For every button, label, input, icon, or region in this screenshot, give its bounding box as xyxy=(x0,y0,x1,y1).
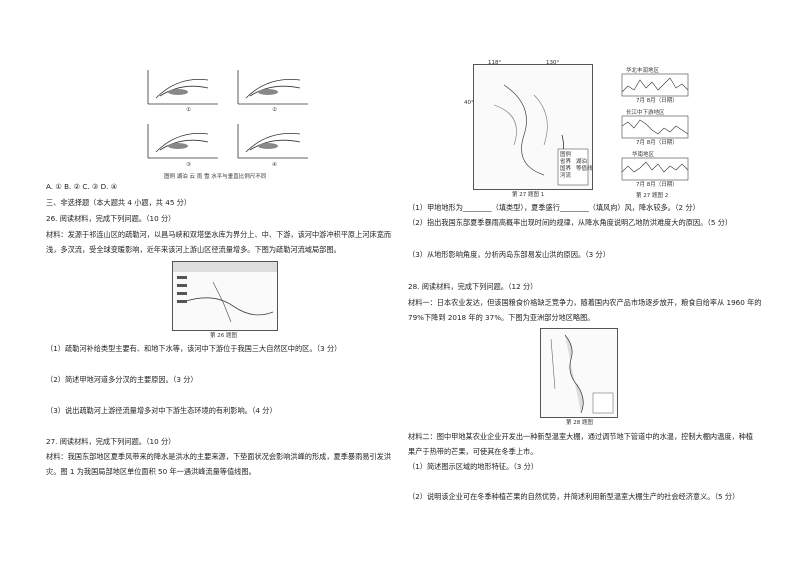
cloud-profile-diagram xyxy=(138,66,316,178)
legend-item-lake: 湖泊 xyxy=(576,159,588,165)
shule-river-map xyxy=(172,261,278,331)
rainfall-chart-2: 长江中下游地区 7月 8月（日期） xyxy=(612,108,692,146)
chart-3-svg xyxy=(621,157,689,181)
q26-question-2: （2）简述甲地河道多分汊的主要原因。（3 分） xyxy=(46,375,198,384)
q26-material-line2: 浅，多汊流，受全球变暖影响，近年来该河上游山区径流量增多。下图为疏勒河流域局部图… xyxy=(46,245,341,254)
q26-question-3: （3）说出疏勒河上游径流量增多对中下游生态环境的有利影响。（4 分） xyxy=(46,406,277,415)
q28-material-line1: 材料一：日本农业发达，但该国粮食价格缺乏竞争力，随着国内农产品市场逐步放开，粮食… xyxy=(408,298,762,307)
q27-question-2: （2）指出我国东部夏季暴雨高概率出现时间的规律，从降水角度说明乙地防洪难度大的原… xyxy=(408,218,733,227)
east-asia-sketch-map xyxy=(540,328,618,418)
chart-2-svg xyxy=(621,115,689,139)
legend-item-border: 国界 xyxy=(560,166,572,172)
q27-question-1: （1）甲地地形为________（填类型），夏季盛行________（填风向）风… xyxy=(408,203,700,212)
chart-1-svg xyxy=(621,73,689,97)
chart-1-xlabel: 7月 8月（日期） xyxy=(636,98,678,104)
legend-item-province: 省界 xyxy=(560,159,572,165)
map-caption: 第 27 题图 1 xyxy=(512,192,545,198)
chart-1-title: 华北丰润地区 xyxy=(626,68,660,74)
rainfall-chart-3: 华南地区 7月 8月（日期） xyxy=(612,150,692,188)
east-asia-map-svg xyxy=(550,334,614,414)
map-legend-title: 图例 xyxy=(560,152,572,158)
chart-3-xlabel: 7月 8月（日期） xyxy=(636,182,678,188)
q28-material-line2: 79%下降到 2018 年的 37%。下图为亚洲部分地区略图。 xyxy=(408,313,595,322)
answer-options: A. ① B. ② C. ③ D. ④ xyxy=(46,182,118,191)
diagram-label-3: ③ xyxy=(186,162,191,168)
charts-caption: 第 27 题图 2 xyxy=(636,193,669,199)
cloud-profile-svg xyxy=(147,70,308,159)
q27-question-3: （3）从地形影响角度，分析丙岛东部易发山洪的原因。（3 分） xyxy=(408,250,610,259)
map-latitude-40: 40° xyxy=(464,100,474,106)
q28-figure-caption: 第 28 题图 xyxy=(566,420,593,426)
q28-question-1: （1）简述图示区域的地形特征。（3 分） xyxy=(408,462,539,471)
q28-question-2: （2）说明该企业可在冬季种植芒果的自然优势，并简述利用新型温室大棚生产的社会经济… xyxy=(408,492,740,501)
q27-material-line1: 材料：我国东部地区夏季风带来的降水是洪水的主要来源，下垫面状况会影响洪峰的形成，… xyxy=(46,452,392,461)
map-longitude-118: 118° xyxy=(488,60,502,66)
map-longitude-130: 130° xyxy=(546,60,560,66)
q28-title: 28. 阅读材料，完成下列问题。（12 分） xyxy=(408,282,538,291)
chart-3-title: 华南地区 xyxy=(632,152,655,158)
chart-2-title: 长江中下游地区 xyxy=(626,110,665,116)
q27-material-line2: 灾。图 1 为我国局部地区单位面积 50 年一遇洪峰流量等值线图。 xyxy=(46,467,256,476)
q26-material-line1: 材料：发源于祁连山区的疏勒河，以昌马峡和双塔堡水库为界分上、中、下游，该河中游冲… xyxy=(46,230,392,239)
section-3-heading: 三、非选择题（本大题共 4 小题，共 45 分） xyxy=(46,198,192,207)
rainfall-chart-1: 华北丰润地区 7月 8月（日期） xyxy=(612,66,692,104)
legend-item-river: 河流 xyxy=(560,173,572,179)
shule-river-svg xyxy=(173,262,277,323)
chart-2-xlabel: 7月 8月（日期） xyxy=(636,140,678,146)
legend-item-isoline: 等值线 xyxy=(576,166,593,172)
q26-title: 26. 阅读材料，完成下列问题。（10 分） xyxy=(46,214,176,223)
q27-title: 27. 阅读材料，完成下列问题。（10 分） xyxy=(46,437,176,446)
q28-material2-line2: 果产于热带的芒果，可使其在冬季上市。 xyxy=(408,447,538,456)
isoline-map-svg xyxy=(493,84,589,186)
east-china-isoline-map xyxy=(473,64,593,190)
q26-figure-caption: 第 26 题图 xyxy=(210,333,237,339)
diagram-caption: 图例 湖泊 云 雨 雪 水平与垂直比例尺不同 xyxy=(164,174,267,180)
diagram-label-1: ① xyxy=(186,107,191,113)
diagram-label-4: ④ xyxy=(272,162,277,168)
q26-question-1: （1）疏勒河补给类型主要有、和地下水等，该河中下游位于我国三大自然区中的区。（3… xyxy=(46,344,342,353)
q28-material2-line1: 材料二：图中甲地某农业企业开发出一种新型温室大棚，通过调节地下管道中的水温，控制… xyxy=(408,432,754,441)
diagram-label-2: ② xyxy=(272,107,277,113)
